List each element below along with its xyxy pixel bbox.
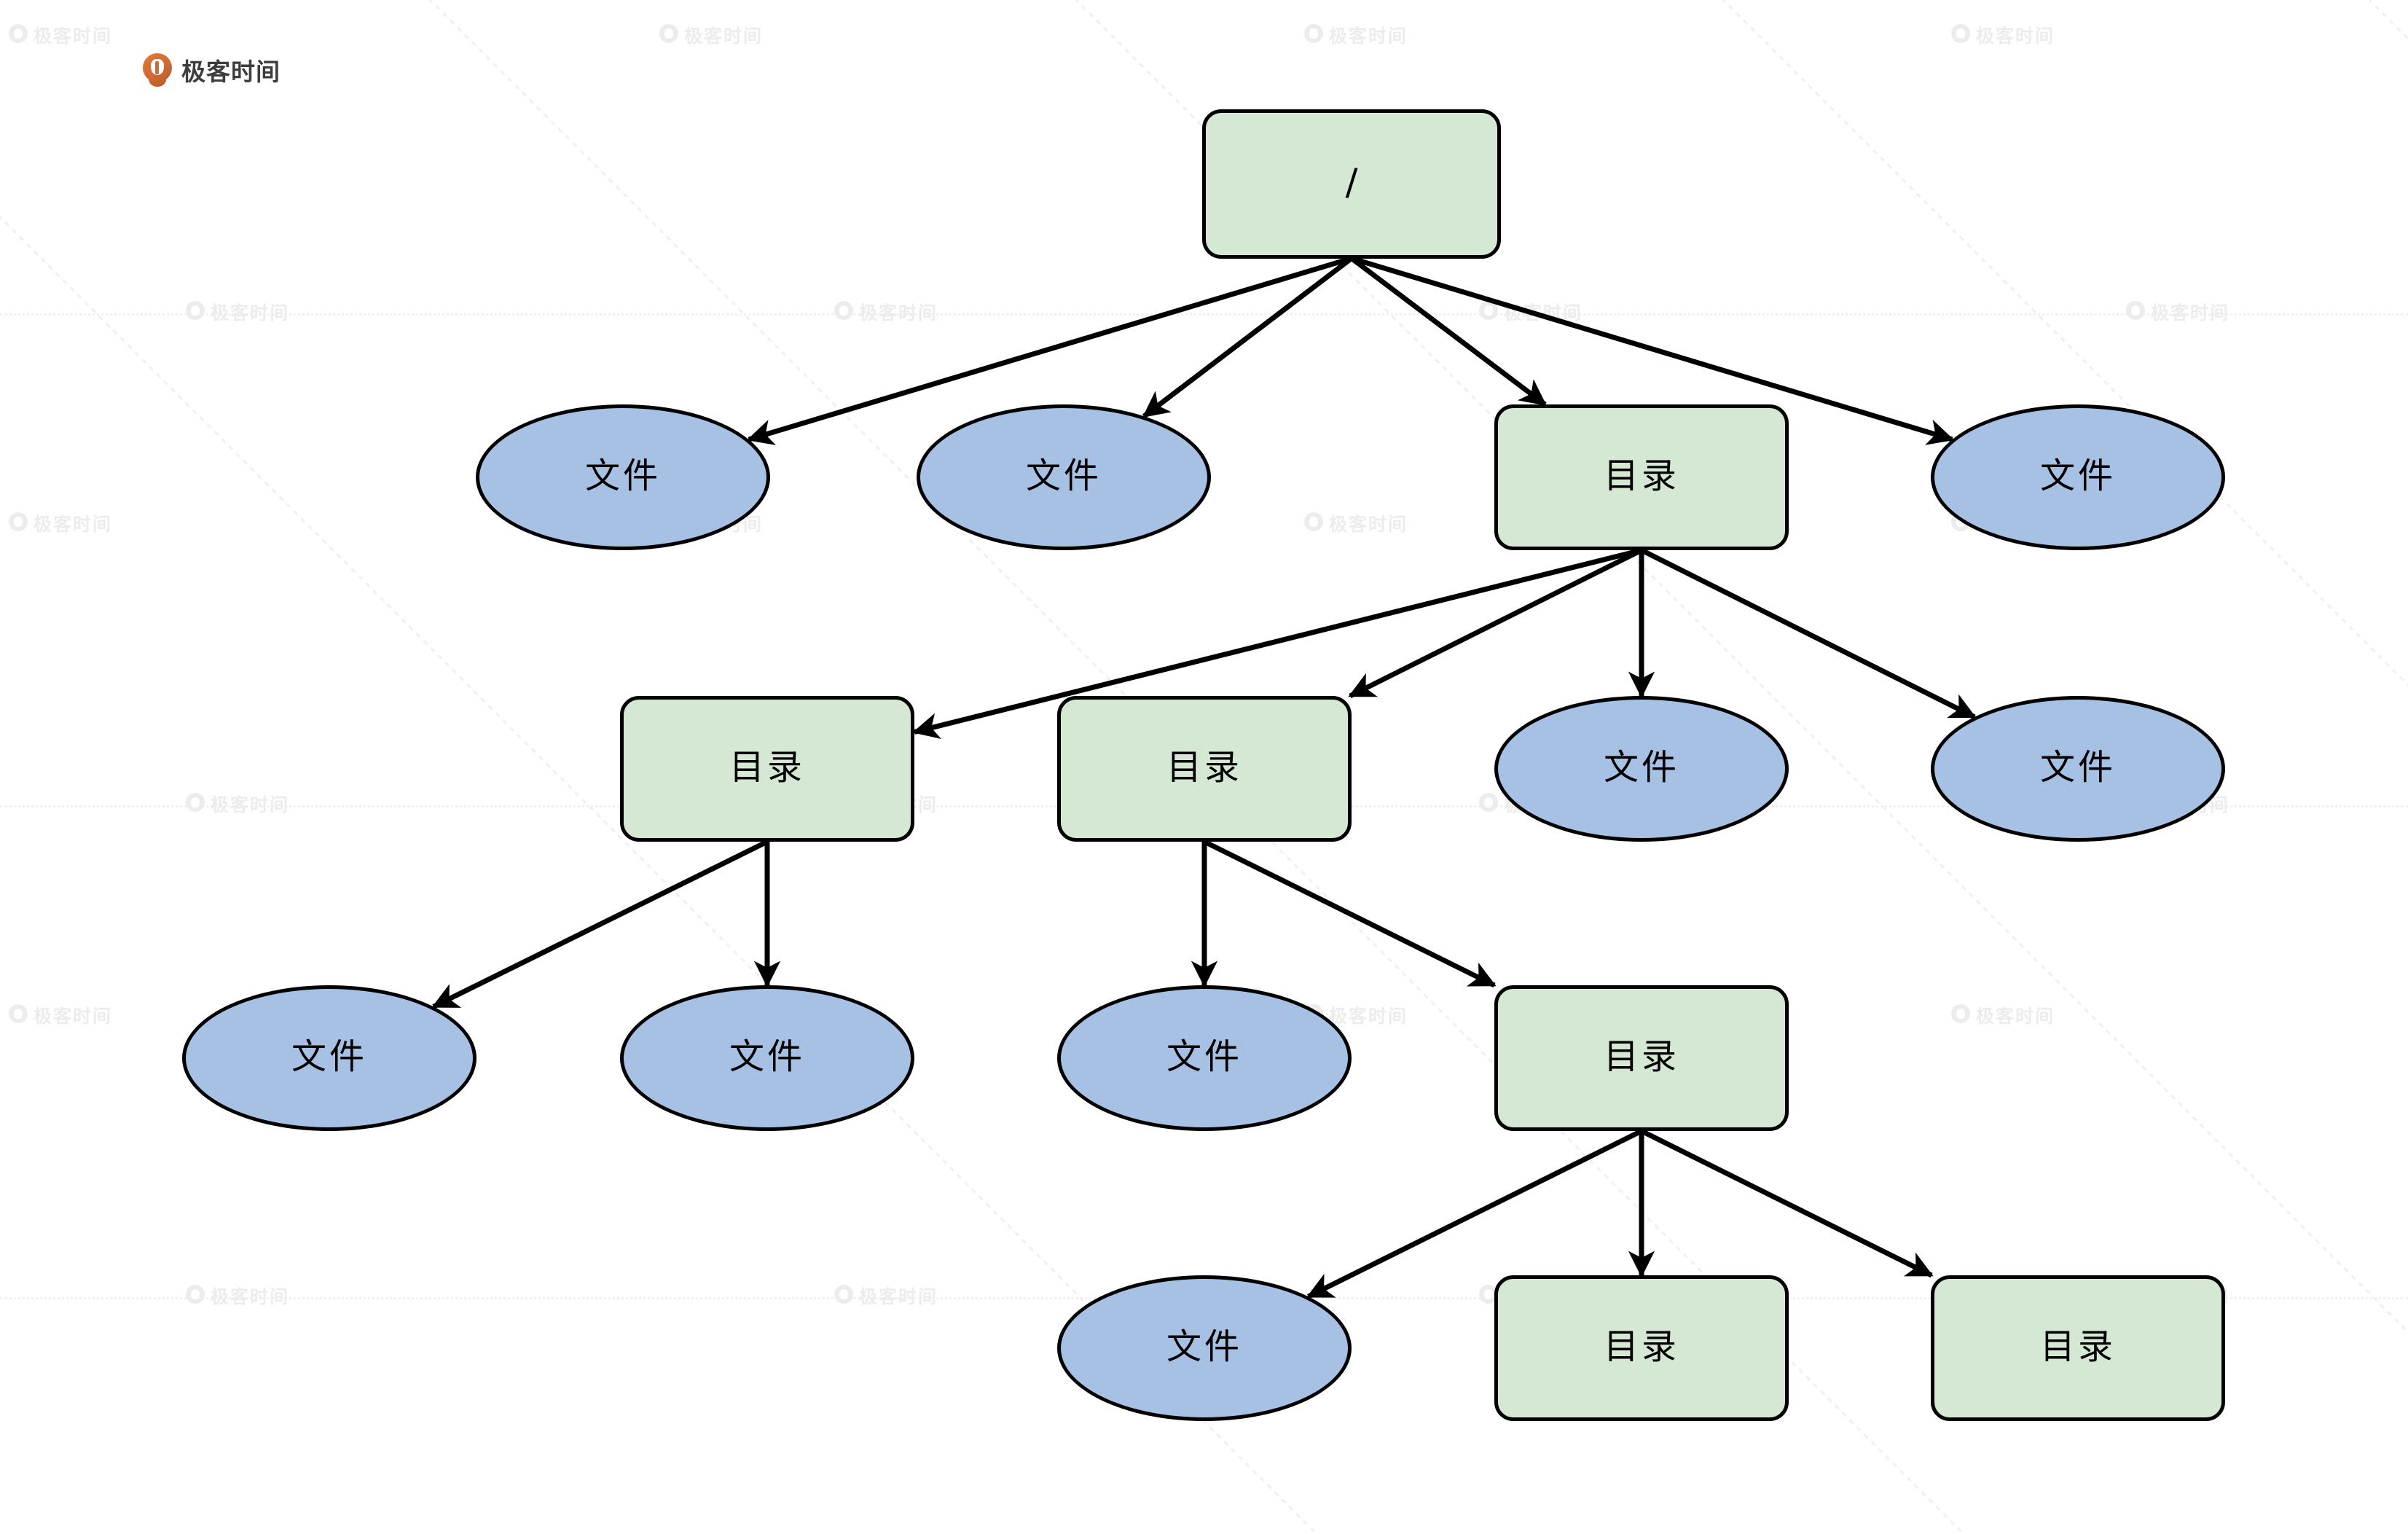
- geek-time-pin-icon: [143, 53, 172, 87]
- node-label: 目录: [1603, 1036, 1679, 1077]
- node-label: 文件: [1166, 1326, 1242, 1367]
- node-label: 文件: [1603, 747, 1679, 788]
- file-node[interactable]: 文件: [1494, 696, 1789, 842]
- directory-node[interactable]: 目录: [1057, 696, 1352, 842]
- directory-node[interactable]: 目录: [1931, 1275, 2225, 1421]
- directory-node[interactable]: 目录: [1494, 404, 1789, 550]
- node-label: 文件: [2039, 455, 2116, 496]
- brand-name: 极客时间: [181, 58, 281, 86]
- file-node[interactable]: 文件: [1931, 696, 2225, 842]
- directory-node[interactable]: 目录: [1494, 1275, 1789, 1421]
- node-label: 文件: [2039, 747, 2116, 788]
- node-label: /: [1345, 161, 1358, 203]
- brand-logo: 极客时间: [143, 52, 281, 87]
- directory-node[interactable]: /: [1202, 109, 1501, 259]
- node-label: 目录: [1603, 1326, 1679, 1367]
- directory-node[interactable]: 目录: [1494, 985, 1789, 1131]
- file-node[interactable]: 文件: [917, 404, 1211, 550]
- file-node[interactable]: 文件: [1057, 1275, 1352, 1421]
- node-label: 目录: [1166, 747, 1242, 788]
- node-label: 文件: [1025, 455, 1102, 496]
- node-label: 文件: [291, 1036, 367, 1077]
- file-node[interactable]: 文件: [1931, 404, 2225, 550]
- directory-node[interactable]: 目录: [620, 696, 914, 842]
- file-node[interactable]: 文件: [182, 985, 476, 1131]
- node-label: 目录: [2039, 1326, 2116, 1367]
- node-label: 目录: [729, 747, 805, 788]
- node-label: 文件: [1166, 1036, 1242, 1077]
- file-node[interactable]: 文件: [1057, 985, 1352, 1131]
- node-label: 文件: [584, 455, 661, 496]
- file-node[interactable]: 文件: [620, 985, 914, 1131]
- node-label: 文件: [729, 1036, 805, 1077]
- file-node[interactable]: 文件: [476, 404, 770, 550]
- node-label: 目录: [1603, 455, 1679, 496]
